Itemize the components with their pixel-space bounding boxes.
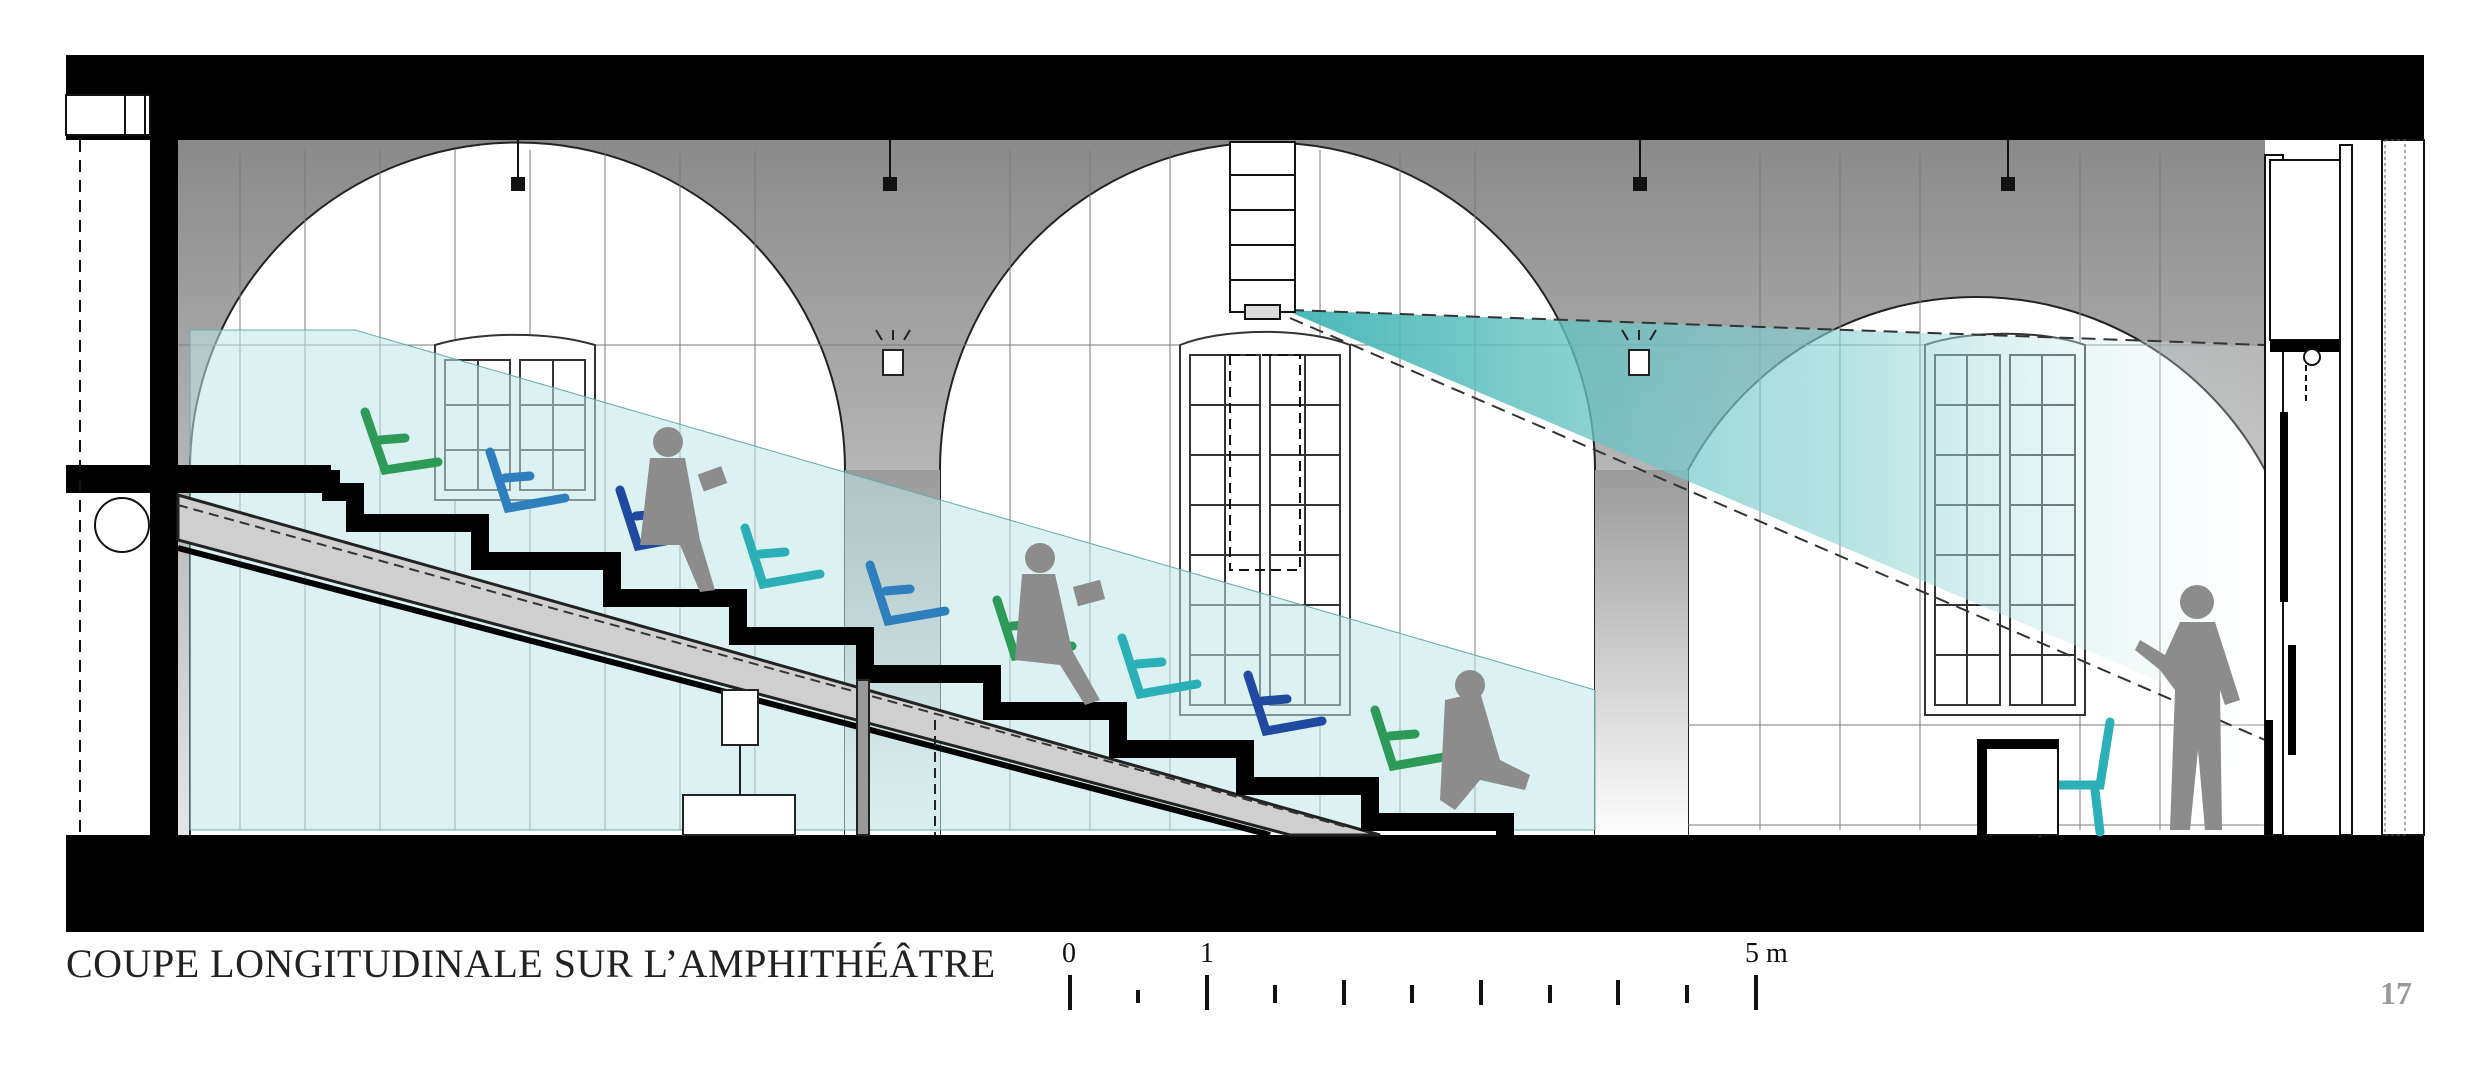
wall-lamp-icon <box>875 329 1657 376</box>
seat-row-7 <box>1117 633 1202 700</box>
right-wall <box>2264 139 2425 836</box>
projection-screen <box>2280 412 2288 602</box>
projection-beam <box>1285 310 2265 835</box>
drawing-caption: COUPE LONGITUDINALE SUR L’AMPHITHÉÂTRE <box>66 941 996 986</box>
under-stair-structure <box>682 679 936 836</box>
seat-row-2 <box>485 447 570 514</box>
seat-row-1 <box>360 407 443 476</box>
scale-label-0: 0 <box>1062 938 1076 969</box>
scale-label-5m: 5 m <box>1745 938 1788 969</box>
seat-row-4 <box>740 523 825 590</box>
person-with-laptop <box>640 427 728 592</box>
left-edge-detail <box>65 94 151 835</box>
page-number: 17 <box>2380 975 2412 1011</box>
seated-person-icon <box>640 427 1530 810</box>
floor-slab <box>66 835 2424 932</box>
projector-icon <box>1229 141 1301 571</box>
scale-label-1: 1 <box>1200 938 1214 969</box>
standing-person-icon <box>2135 585 2240 830</box>
pillar-2 <box>1595 470 1688 840</box>
auditorium-seat-icon <box>360 407 2115 837</box>
person-with-tablet <box>1015 543 1106 705</box>
stepped-tiers <box>322 470 1514 835</box>
projection-beam-edges <box>1289 309 2266 741</box>
ceiling-light-icon <box>511 140 2015 191</box>
scale-bar <box>1068 975 1758 1010</box>
sightline-volume <box>189 329 1596 831</box>
seat-row-8 <box>1243 670 1327 737</box>
roof-slab <box>66 55 2424 140</box>
seat-row-5 <box>865 560 950 627</box>
stair-soffit <box>176 493 1381 837</box>
left-upper-landing <box>66 465 331 493</box>
lecturer-desk <box>1977 739 2059 836</box>
seat-row-9 <box>1370 705 1455 772</box>
person-leaning <box>1440 670 1530 810</box>
